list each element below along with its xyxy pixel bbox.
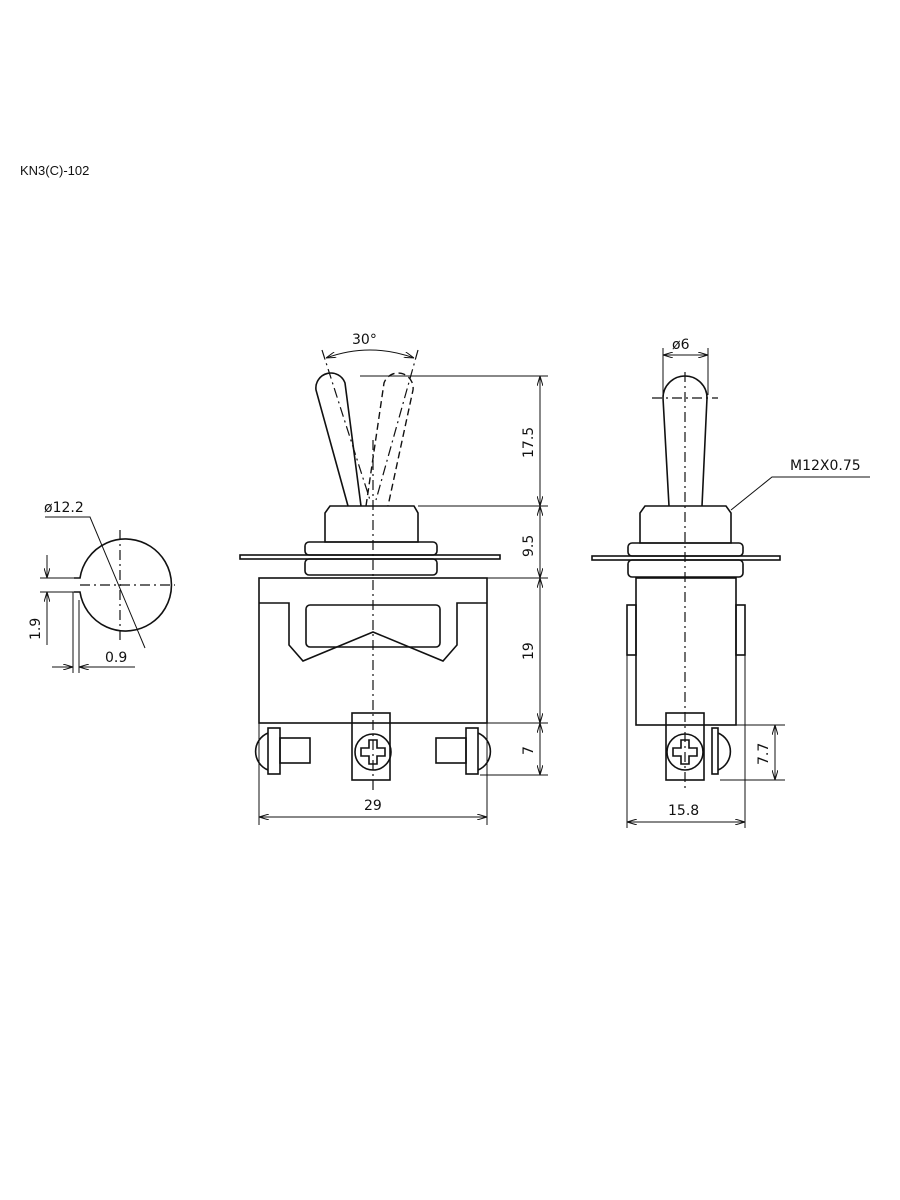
phillips-icon	[360, 739, 386, 765]
side-width-label: 15.8	[668, 803, 699, 819]
bushing-height-label: 9.5	[521, 535, 537, 557]
front-view: 30° 17.5 9.5 19 7 29	[239, 332, 548, 825]
switch-body	[258, 577, 488, 724]
body-height-label: 19	[521, 642, 537, 660]
lever-dashed	[365, 372, 414, 507]
right-screw	[435, 727, 492, 775]
key-depth-label: 0.9	[105, 650, 127, 666]
thread-leader	[730, 476, 870, 511]
side-terminal-height-label: 7.7	[756, 743, 772, 765]
left-screw	[254, 727, 311, 775]
hole-outline	[74, 538, 173, 632]
bushing-nut	[324, 505, 419, 543]
hex-nut-lower	[304, 558, 438, 576]
angle-label: 30°	[352, 332, 377, 348]
side-phillips-icon	[672, 739, 698, 765]
key-height-label: 1.9	[28, 618, 44, 640]
center-screw	[354, 733, 392, 771]
side-lever	[662, 375, 708, 507]
mounting-hole-view: ø12.2 1.9 0.9	[28, 500, 175, 673]
side-view: ø6 M12X0.75 7.7 15.8	[591, 337, 870, 828]
hex-nut-upper	[304, 541, 438, 556]
lever-diameter-label: ø6	[672, 337, 690, 353]
lever-height-label: 17.5	[521, 427, 537, 458]
terminal-height-label: 7	[521, 746, 537, 755]
thread-label: M12X0.75	[790, 458, 861, 474]
lever-solid	[315, 372, 362, 507]
side-body	[635, 577, 737, 726]
diameter-leader	[45, 516, 146, 649]
part-number-title: KN3(C)-102	[20, 163, 90, 178]
width-label: 29	[364, 798, 382, 814]
diameter-label: ø12.2	[44, 500, 84, 516]
